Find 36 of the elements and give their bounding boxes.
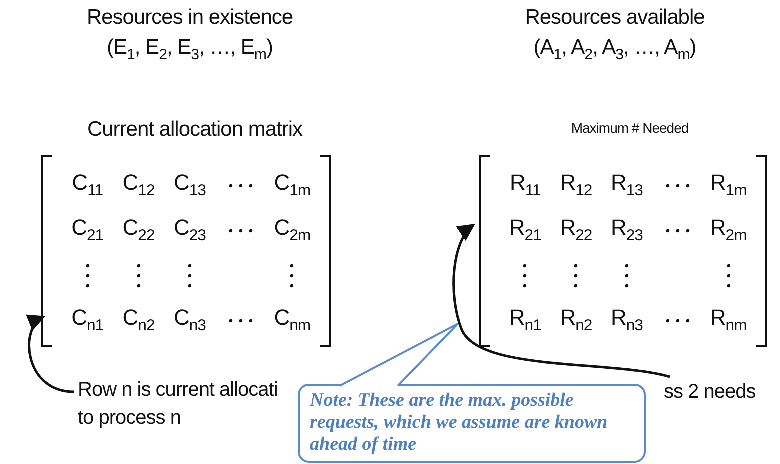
matrix-entry: R$_{13}$ bbox=[610, 170, 643, 201]
matrix-entry: C$_{13}$ bbox=[174, 170, 206, 201]
matrix-entry: R$_{n1}$ bbox=[509, 305, 542, 336]
matrix-entry: C$_{21}$ bbox=[72, 215, 104, 246]
annotation-text: Row n is current allocati to process n bbox=[78, 376, 293, 432]
matrix bbox=[478, 155, 768, 347]
vector-label: (A$_{1}$, A$_{2}$, A$_{3}$, …, A$_{m}$) bbox=[534, 36, 696, 64]
matrix-entry: R$_{23}$ bbox=[610, 215, 643, 246]
curved-arrow bbox=[26, 316, 74, 394]
matrix-entry: R$_{22}$ bbox=[560, 215, 592, 246]
matrix bbox=[40, 155, 332, 347]
matrix-entry: R$_{n3}$ bbox=[610, 305, 643, 336]
matrix-entry: R$_{12}$ bbox=[560, 170, 592, 201]
matrix-entry: C$_{11}$ bbox=[72, 170, 103, 201]
matrix-entry: R$_{2m}$ bbox=[710, 215, 747, 246]
curved-arrow bbox=[452, 224, 670, 378]
matrix-entry: R$_{nm}$ bbox=[710, 305, 747, 336]
matrix-entry: C$_{12}$ bbox=[122, 170, 155, 201]
heading-label: Resources available bbox=[525, 6, 705, 30]
matrix-entry: R$_{n2}$ bbox=[560, 305, 592, 336]
matrix-entry: C$_{nm}$ bbox=[274, 305, 311, 336]
heading-label: Resources in existence bbox=[86, 6, 294, 30]
matrix-entry: C$_{2m}$ bbox=[274, 215, 311, 246]
heading-label: Maximum # Needed bbox=[571, 120, 689, 136]
matrix-entry: C$_{n3}$ bbox=[174, 305, 206, 336]
heading-label: Current allocation matrix bbox=[87, 118, 303, 142]
annotation-text: ss 2 needs bbox=[664, 378, 764, 406]
vector-label: (E$_{1}$, E$_{2}$, E$_{3}$, …, E$_{m}$) bbox=[106, 36, 274, 64]
matrix-entry: C$_{23}$ bbox=[174, 215, 206, 246]
matrix-entry: C$_{n2}$ bbox=[122, 305, 155, 336]
matrix-entry: C$_{n1}$ bbox=[72, 305, 104, 336]
matrix-entry: R$_{21}$ bbox=[509, 215, 542, 246]
matrix-entry: R$_{1m}$ bbox=[710, 170, 747, 201]
matrix-entry: C$_{22}$ bbox=[122, 215, 155, 246]
matrix-entry: R$_{11}$ bbox=[510, 170, 541, 201]
matrix-entry: C$_{1m}$ bbox=[274, 170, 311, 201]
